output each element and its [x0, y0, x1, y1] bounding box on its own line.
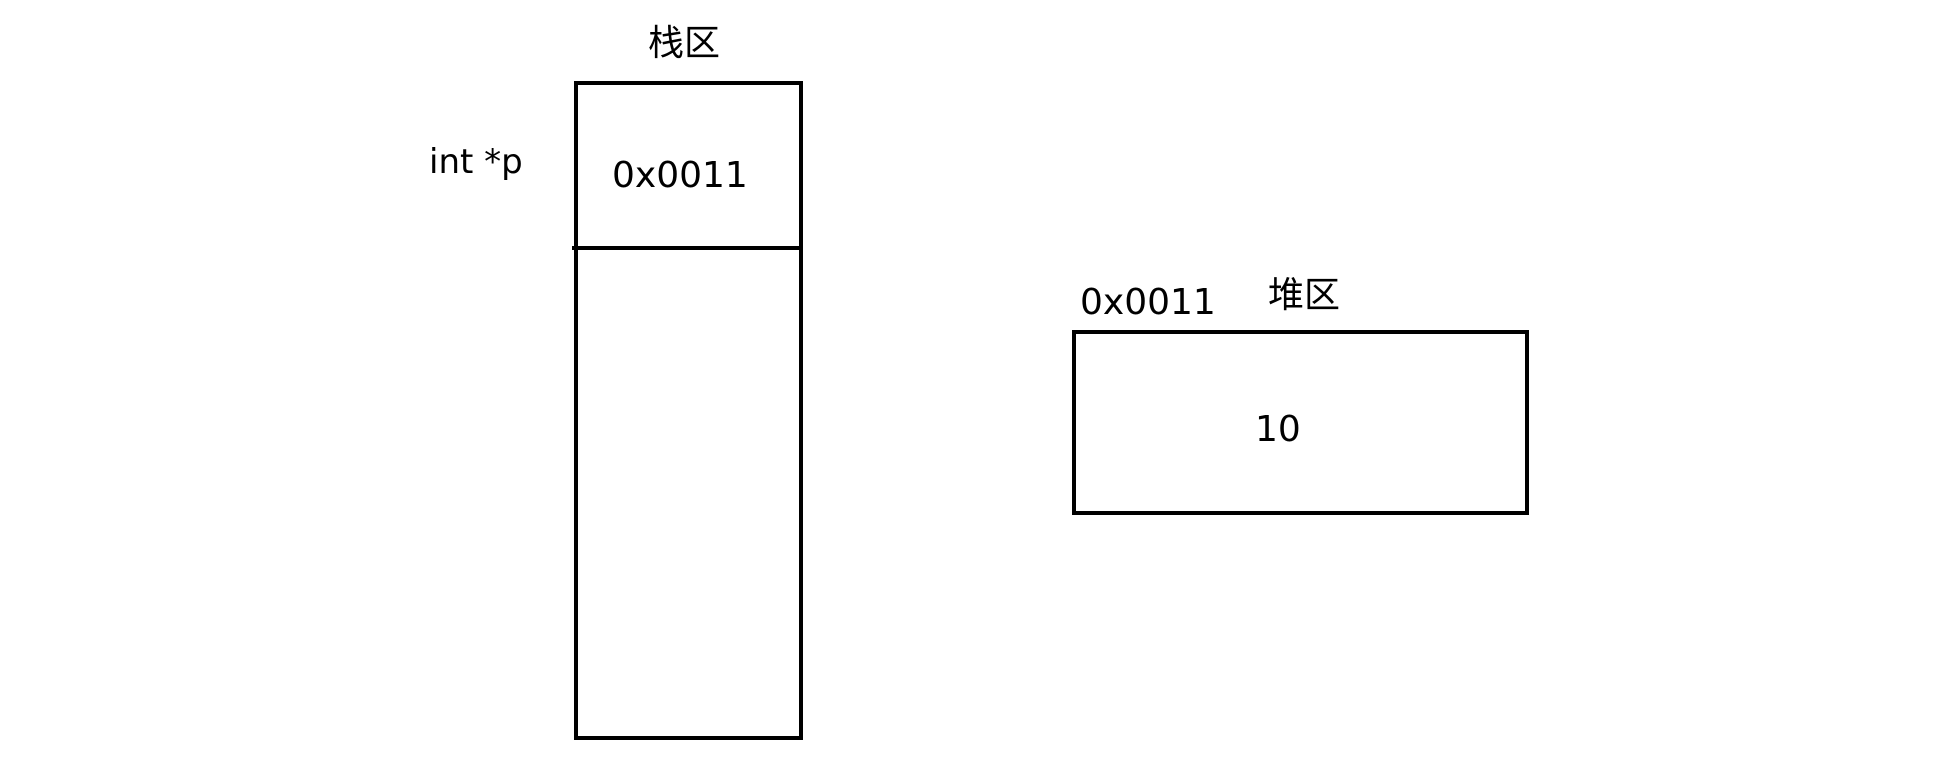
stack-cell-divider [572, 246, 803, 250]
stack-cell-value: 0x0011 [612, 155, 748, 196]
stack-memory-block [574, 81, 803, 740]
heap-memory-block [1072, 330, 1529, 515]
heap-cell-value: 10 [1255, 409, 1301, 450]
pointer-variable-label: int *p [429, 142, 523, 182]
heap-region-title: 堆区 [1268, 275, 1341, 316]
heap-address-label: 0x0011 [1080, 282, 1216, 323]
stack-region-title: 栈区 [648, 23, 721, 64]
